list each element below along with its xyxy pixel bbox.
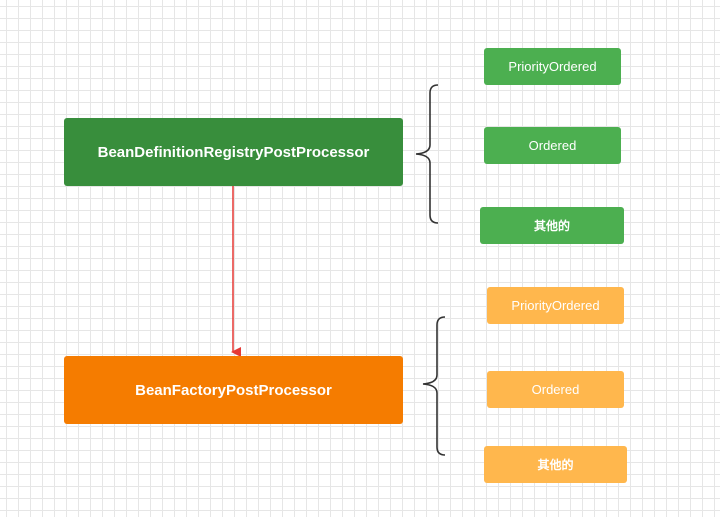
registry-option-others: 其他的 — [480, 207, 624, 244]
factory-processor-label: BeanFactoryPostProcessor — [135, 381, 332, 399]
option-label: PriorityOrdered — [508, 59, 597, 74]
factory-option-priority-ordered: PriorityOrdered — [487, 287, 624, 324]
factory-option-ordered: Ordered — [487, 371, 624, 408]
factory-option-others: 其他的 — [484, 446, 627, 483]
option-label: Ordered — [531, 382, 580, 397]
registry-processor-label: BeanDefinitionRegistryPostProcessor — [97, 143, 370, 161]
factory-processor-box: BeanFactoryPostProcessor — [64, 356, 403, 424]
option-label: 其他的 — [533, 219, 570, 233]
factory-options-brace — [422, 316, 446, 456]
registry-options-brace — [415, 84, 439, 224]
option-label: 其他的 — [537, 458, 574, 472]
option-label: Ordered — [528, 138, 577, 153]
registry-option-ordered: Ordered — [484, 127, 621, 164]
registry-processor-box: BeanDefinitionRegistryPostProcessor — [64, 118, 403, 186]
registry-option-priority-ordered: PriorityOrdered — [484, 48, 621, 85]
option-label: PriorityOrdered — [511, 298, 600, 313]
